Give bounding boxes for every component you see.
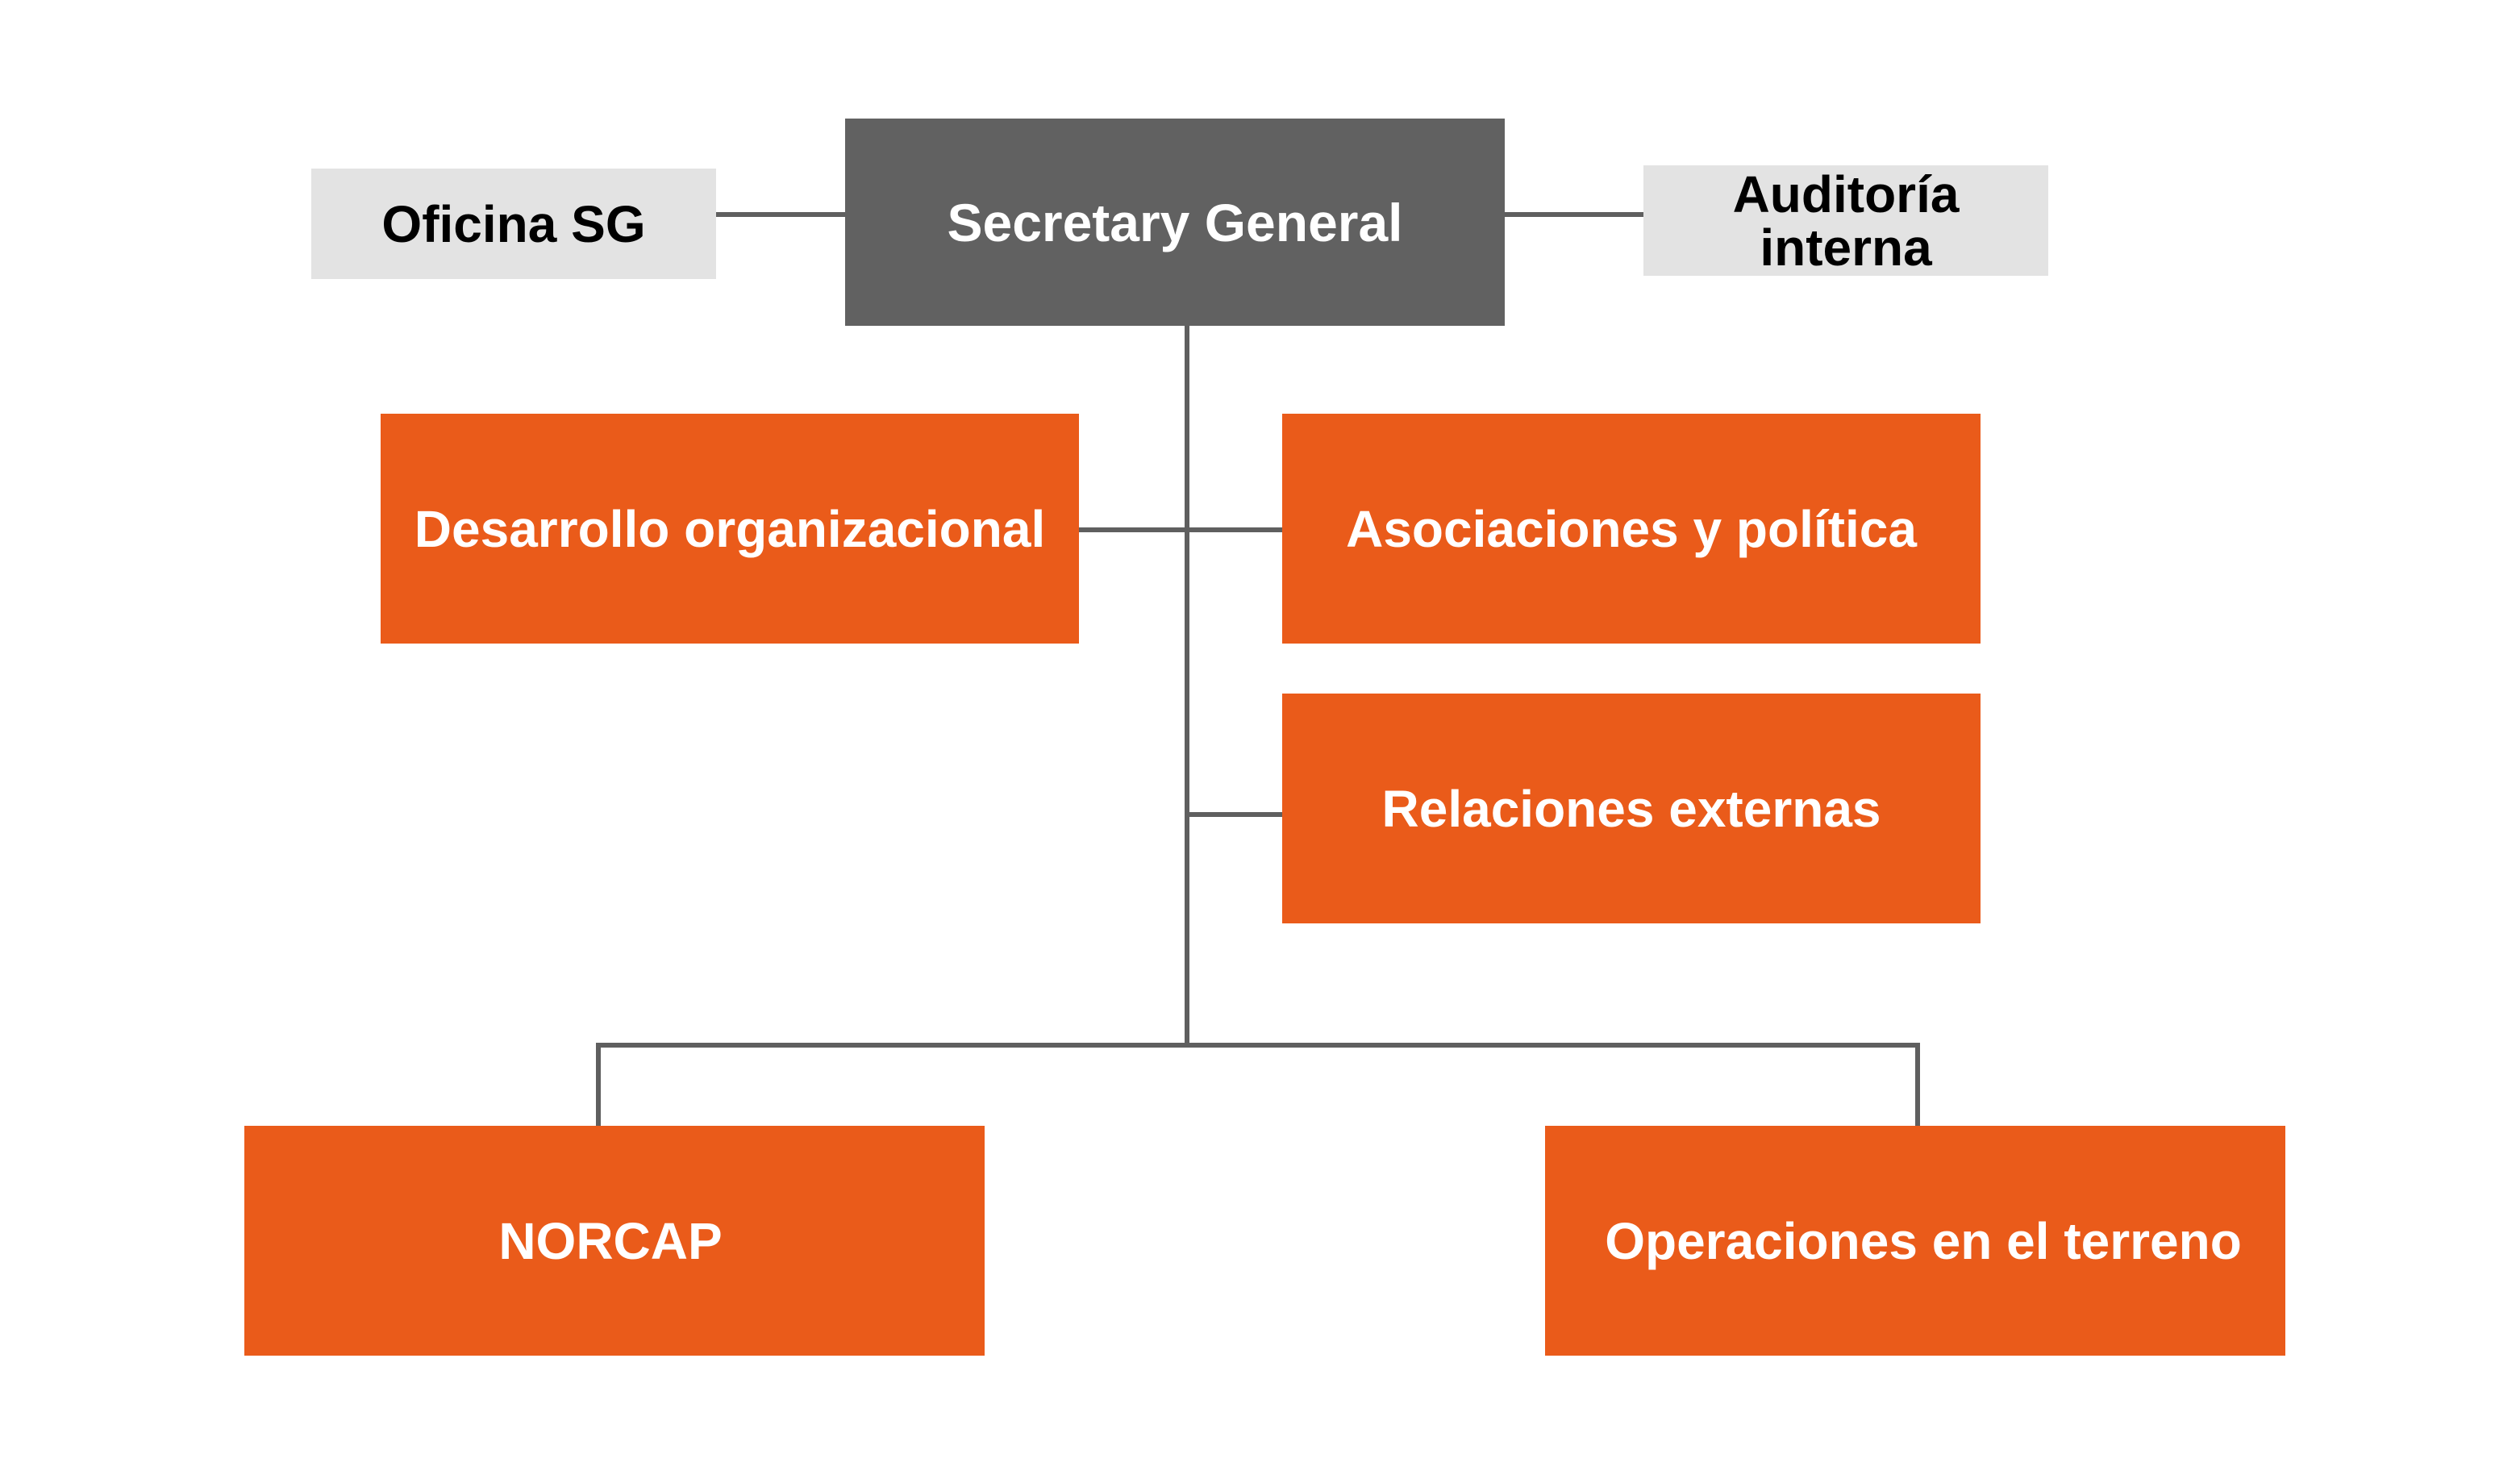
auditoria-interna-label: Auditoría interna [1732,165,1960,277]
norcap-box: NORCAP [244,1126,985,1356]
secretary-general-label: Secretary General [947,192,1403,252]
desarrollo-organizacional-box: Desarrollo organizacional [381,414,1079,644]
relaciones-externas-box: Relaciones externas [1282,694,1981,923]
operaciones-terreno-label: Operaciones en el terreno [1605,1211,2242,1270]
asociaciones-politica-label: Asociaciones y política [1346,499,1917,558]
norcap-label: NORCAP [498,1211,723,1270]
desarrollo-organizacional-label: Desarrollo organizacional [414,499,1046,558]
relaciones-externas-label: Relaciones externas [1381,779,1881,838]
oficina-sg-box: Oficina SG [311,169,716,279]
connector-bottom-branch [596,1043,1920,1126]
secretary-general-box: Secretary General [845,119,1505,326]
auditoria-interna-box: Auditoría interna [1643,165,2048,276]
oficina-sg-label: Oficina SG [381,194,646,253]
operaciones-terreno-box: Operaciones en el terreno [1545,1126,2285,1356]
asociaciones-politica-box: Asociaciones y política [1282,414,1981,644]
